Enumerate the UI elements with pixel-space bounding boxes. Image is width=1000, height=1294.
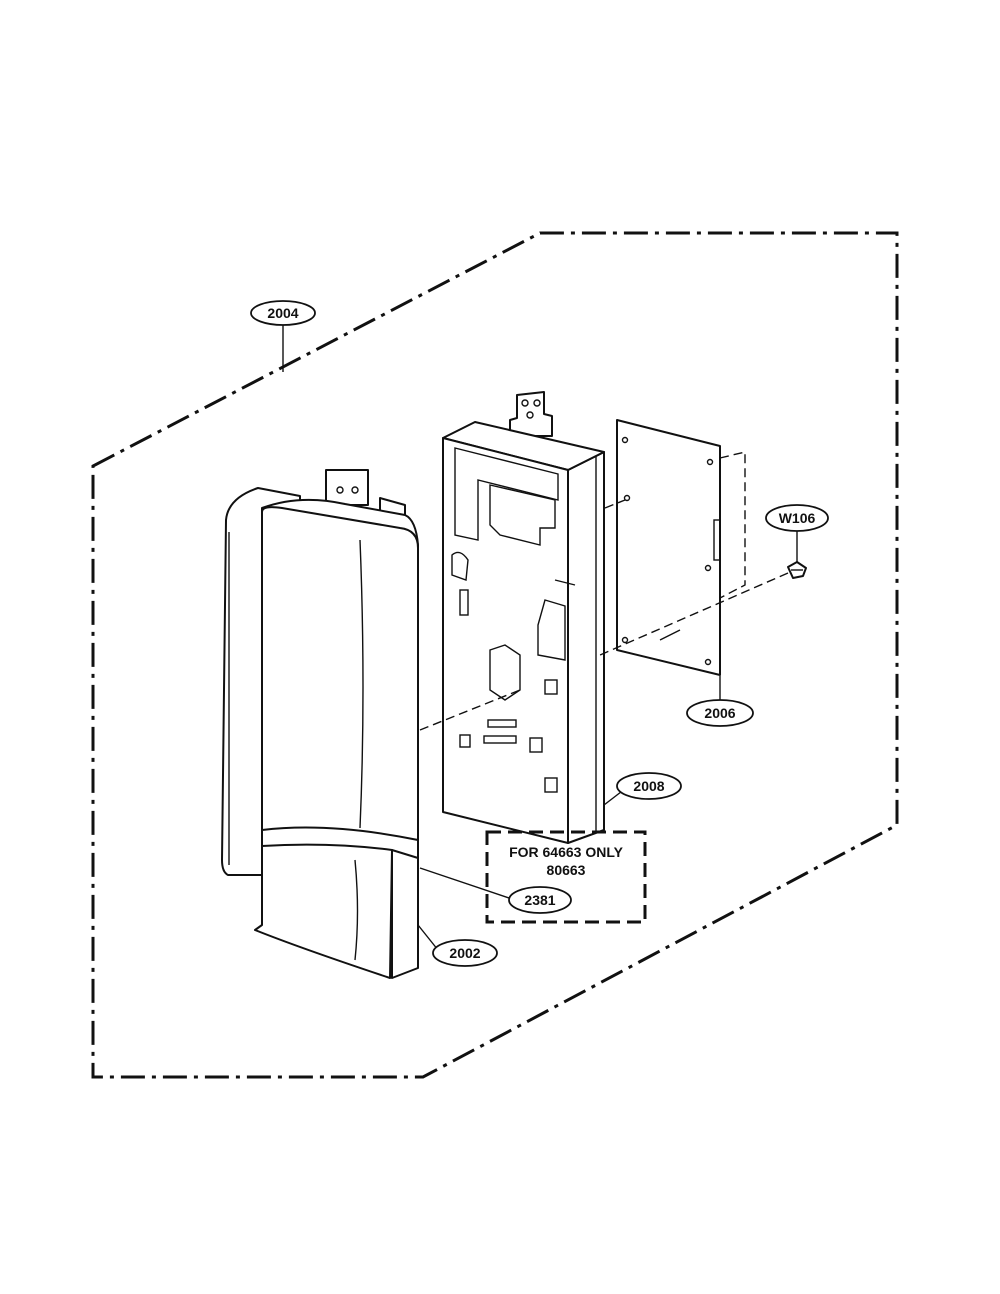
front-panel-part — [221, 469, 419, 979]
callout-2006-label: 2006 — [704, 705, 735, 721]
control-housing-part — [442, 391, 605, 844]
assembly-line-pcb-top — [604, 499, 626, 509]
callout-2002: 2002 — [432, 939, 498, 967]
callout-2004: 2004 — [250, 300, 316, 326]
pcb-board-part — [616, 419, 746, 676]
assembly-boundary — [91, 231, 899, 1079]
callout-2002-label: 2002 — [449, 945, 480, 961]
screw-part — [787, 561, 807, 579]
assembly-line-screw — [599, 572, 789, 656]
note-line-1: FOR 64663 ONLY — [509, 844, 624, 860]
callout-2006: 2006 — [686, 699, 754, 727]
note-line-2: 80663 — [547, 862, 586, 878]
model-note-box — [485, 830, 647, 924]
leader-2002 — [417, 924, 439, 951]
callout-W106: W106 — [765, 504, 829, 532]
callout-2381: 2381 — [508, 886, 572, 914]
callout-W106-label: W106 — [779, 510, 816, 526]
assembly-line-front — [419, 689, 521, 731]
leader-2381 — [419, 867, 516, 901]
callout-2004-label: 2004 — [267, 305, 298, 321]
callout-2008: 2008 — [616, 772, 682, 800]
callout-2008-label: 2008 — [633, 778, 664, 794]
callout-2381-label: 2381 — [524, 892, 555, 908]
